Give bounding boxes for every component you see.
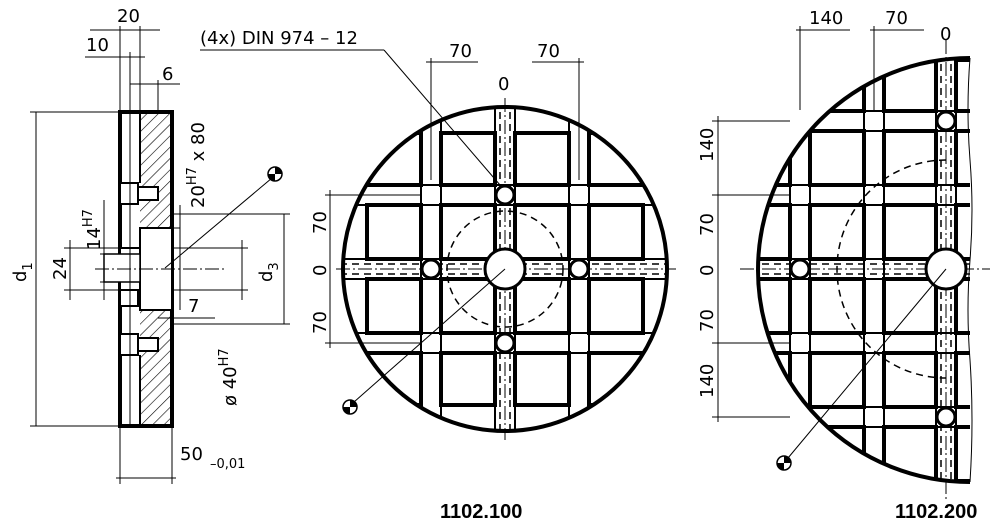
dim-100-top-70-right: 70 — [537, 41, 560, 62]
break-line-200 — [967, 57, 973, 483]
dim-200-top-70: 70 — [885, 8, 908, 29]
dim-d3: d3 — [256, 262, 282, 282]
pin-hole-right-100 — [568, 258, 590, 280]
pin-hole-top-200 — [935, 110, 957, 132]
callout-din-974: (4x) DIN 974 – 12 — [200, 28, 358, 49]
plate-arc-200 — [756, 56, 971, 484]
dim-200-left-140-top: 140 — [697, 128, 718, 162]
dashed-circle-100 — [446, 210, 564, 328]
dim-d1: d1 — [10, 262, 36, 282]
dim-200-left-70-top: 70 — [697, 213, 718, 236]
pin-hole-left-200 — [789, 258, 811, 280]
pin-hole-bottom-200 — [935, 406, 957, 428]
view-1102-100: 70 70 0 70 0 70 1102.100 — [310, 41, 676, 523]
dim-200-left-140-bottom: 140 — [697, 364, 718, 398]
dim-100-top-0: 0 — [498, 74, 509, 95]
dim-24: 24 — [50, 257, 71, 280]
dim-100-top-70-left: 70 — [449, 41, 472, 62]
dim-200-left-70-bottom: 70 — [697, 309, 718, 332]
pin-hole-bottom-100 — [494, 332, 516, 354]
dim-100-left-70-top: 70 — [310, 211, 331, 234]
dim-200-left-0: 0 — [697, 265, 718, 276]
part-number-200: 1102.200 — [895, 501, 977, 523]
dim-200-top-140: 140 — [809, 8, 843, 29]
dim-200-top-0: 0 — [940, 24, 951, 45]
pin-hole-top-100 — [494, 184, 516, 206]
dim-6: 6 — [162, 64, 173, 85]
dim-14-h7: 14H7 — [81, 209, 105, 250]
dim-50-tol: –0,01 — [210, 457, 245, 472]
dim-100-left-70-bottom: 70 — [310, 311, 331, 334]
dim-7: 7 — [188, 296, 199, 317]
dim-bore-40-h7: ø 40H7 — [217, 348, 241, 406]
dashed-arc-200 — [836, 159, 947, 379]
t-slots — [103, 182, 173, 356]
dim-100-left-0: 0 — [310, 265, 331, 276]
part-number-100: 1102.100 — [440, 501, 522, 523]
dim-20-h7-x80: 20H7 x 80 — [185, 122, 209, 208]
view-1102-200: 140 70 0 140 70 0 70 140 1102.200 — [697, 8, 990, 523]
pin-hole-left-100 — [420, 258, 442, 280]
side-section-view: 20 10 6 d1 24 14H7 20H7 x 80 d3 — [10, 6, 290, 484]
dim-20-top: 20 — [117, 6, 140, 27]
dim-10: 10 — [86, 35, 109, 56]
dim-50: 50 — [180, 444, 203, 465]
